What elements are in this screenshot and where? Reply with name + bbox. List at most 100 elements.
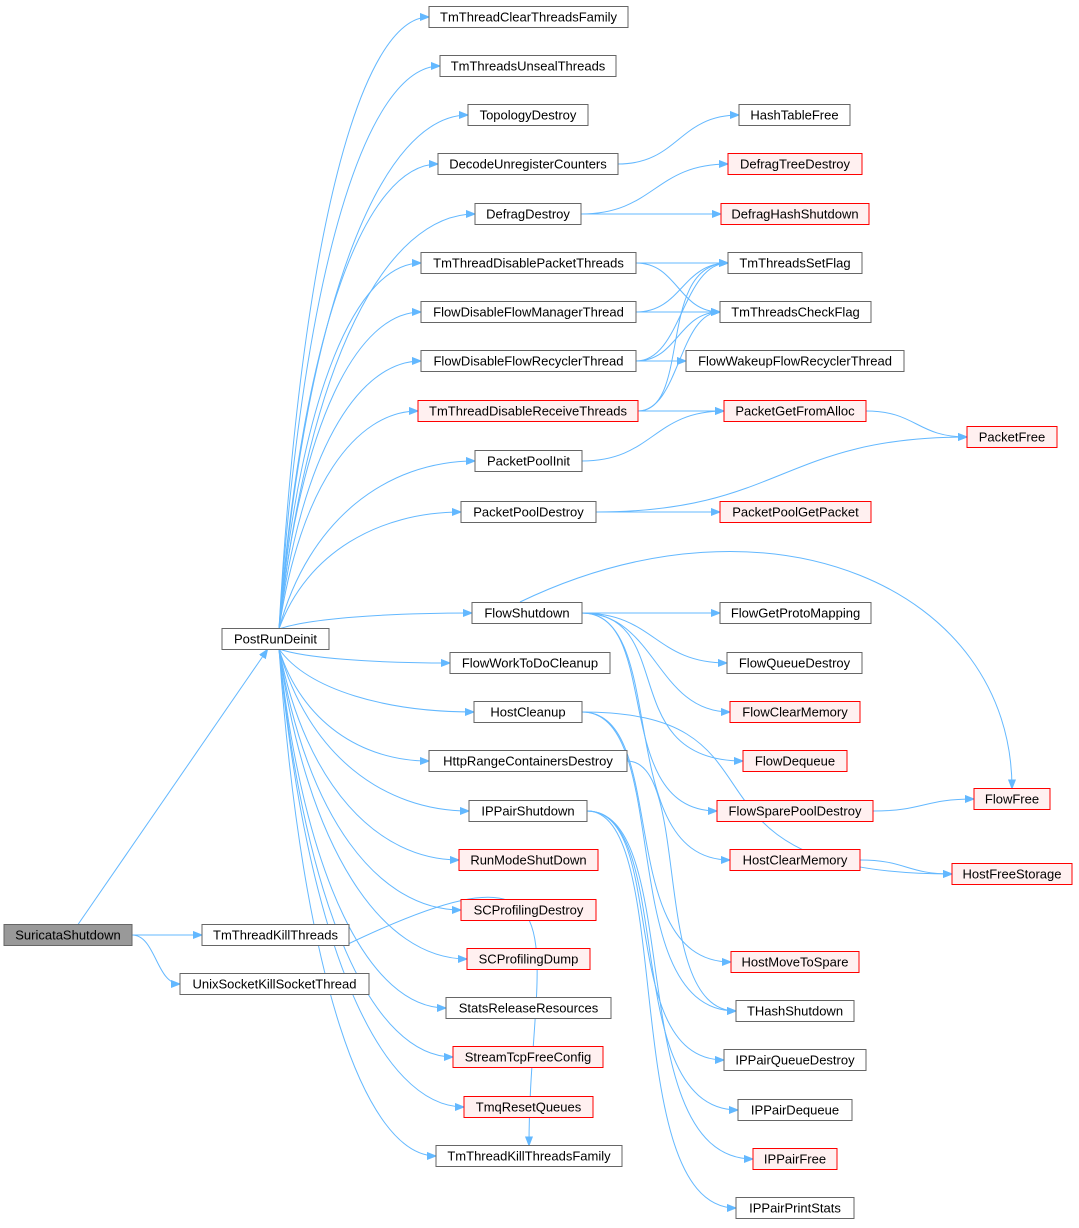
node-box[interactable]	[730, 951, 860, 973]
node-box[interactable]	[468, 800, 588, 822]
node-HostClearMemory[interactable]: HostClearMemory	[729, 849, 861, 871]
node-PacketPoolDestroy[interactable]: PacketPoolDestroy	[460, 501, 597, 523]
node-box[interactable]	[752, 1148, 838, 1170]
node-TmqResetQueues[interactable]: TmqResetQueues	[463, 1096, 594, 1118]
node-TmThreadDisableReceiveThreads[interactable]: TmThreadDisableReceiveThreads	[417, 400, 639, 422]
node-box[interactable]	[738, 104, 851, 126]
node-box[interactable]	[973, 788, 1051, 810]
node-box[interactable]	[417, 400, 639, 422]
node-box[interactable]	[723, 400, 867, 422]
node-FlowDisableFlowManagerThread[interactable]: FlowDisableFlowManagerThread	[420, 301, 637, 323]
node-box[interactable]	[729, 849, 861, 871]
node-box[interactable]	[719, 602, 872, 624]
node-TmThreadsCheckFlag[interactable]: TmThreadsCheckFlag	[719, 301, 872, 323]
node-box[interactable]	[458, 849, 599, 871]
node-box[interactable]	[439, 55, 617, 77]
node-box[interactable]	[966, 426, 1058, 448]
node-DefragHashShutdown[interactable]: DefragHashShutdown	[720, 203, 870, 225]
node-box[interactable]	[460, 899, 597, 921]
node-TmThreadDisablePacketThreads[interactable]: TmThreadDisablePacketThreads	[420, 252, 637, 274]
node-SuricataShutdown[interactable]: SuricataShutdown	[3, 924, 133, 946]
node-box[interactable]	[735, 1000, 855, 1022]
node-PacketFree[interactable]: PacketFree	[966, 426, 1058, 448]
node-box[interactable]	[474, 203, 582, 225]
node-PacketPoolInit[interactable]: PacketPoolInit	[474, 450, 583, 472]
node-box[interactable]	[420, 252, 637, 274]
node-box[interactable]	[719, 501, 872, 523]
node-box[interactable]	[460, 501, 597, 523]
node-FlowShutdown[interactable]: FlowShutdown	[471, 602, 583, 624]
node-PostRunDeinit[interactable]: PostRunDeinit	[221, 628, 330, 650]
node-FlowFree[interactable]: FlowFree	[973, 788, 1051, 810]
node-box[interactable]	[473, 701, 583, 723]
node-box[interactable]	[716, 800, 874, 822]
node-box[interactable]	[727, 153, 863, 175]
node-TmThreadKillThreads[interactable]: TmThreadKillThreads	[201, 924, 350, 946]
node-RunModeShutDown[interactable]: RunModeShutDown	[458, 849, 599, 871]
node-HttpRangeContainersDestroy[interactable]: HttpRangeContainersDestroy	[428, 750, 628, 772]
node-THashShutdown[interactable]: THashShutdown	[735, 1000, 855, 1022]
node-SCProfilingDestroy[interactable]: SCProfilingDestroy	[460, 899, 597, 921]
node-box[interactable]	[951, 863, 1073, 885]
node-box[interactable]	[719, 301, 872, 323]
node-StatsReleaseResources[interactable]: StatsReleaseResources	[445, 997, 612, 1019]
node-SCProfilingDump[interactable]: SCProfilingDump	[466, 948, 591, 970]
node-FlowClearMemory[interactable]: FlowClearMemory	[729, 701, 861, 723]
node-box[interactable]	[452, 1046, 604, 1068]
node-DefragDestroy[interactable]: DefragDestroy	[474, 203, 582, 225]
node-FlowGetProtoMapping[interactable]: FlowGetProtoMapping	[719, 602, 872, 624]
node-box[interactable]	[727, 252, 863, 274]
node-TmThreadClearThreadsFamily[interactable]: TmThreadClearThreadsFamily	[428, 6, 629, 28]
node-box[interactable]	[221, 628, 330, 650]
node-DecodeUnregisterCounters[interactable]: DecodeUnregisterCounters	[437, 153, 619, 175]
node-FlowWakeupFlowRecyclerThread[interactable]: FlowWakeupFlowRecyclerThread	[685, 350, 905, 372]
node-box[interactable]	[435, 1145, 623, 1167]
node-box[interactable]	[467, 104, 589, 126]
node-FlowQueueDestroy[interactable]: FlowQueueDestroy	[726, 652, 863, 674]
node-DefragTreeDestroy[interactable]: DefragTreeDestroy	[727, 153, 863, 175]
node-HostFreeStorage[interactable]: HostFreeStorage	[951, 863, 1073, 885]
node-box[interactable]	[437, 153, 619, 175]
node-TmThreadsSetFlag[interactable]: TmThreadsSetFlag	[727, 252, 863, 274]
node-FlowSparePoolDestroy[interactable]: FlowSparePoolDestroy	[716, 800, 874, 822]
node-StreamTcpFreeConfig[interactable]: StreamTcpFreeConfig	[452, 1046, 604, 1068]
node-IPPairShutdown[interactable]: IPPairShutdown	[468, 800, 588, 822]
node-box[interactable]	[726, 652, 863, 674]
node-box[interactable]	[737, 1099, 853, 1121]
node-box[interactable]	[428, 6, 629, 28]
node-IPPairQueueDestroy[interactable]: IPPairQueueDestroy	[723, 1049, 867, 1071]
node-IPPairDequeue[interactable]: IPPairDequeue	[737, 1099, 853, 1121]
node-box[interactable]	[742, 750, 848, 772]
node-box[interactable]	[729, 701, 861, 723]
node-HostMoveToSpare[interactable]: HostMoveToSpare	[730, 951, 860, 973]
node-box[interactable]	[449, 652, 611, 674]
node-box[interactable]	[428, 750, 628, 772]
node-box[interactable]	[474, 450, 583, 472]
node-IPPairFree[interactable]: IPPairFree	[752, 1148, 838, 1170]
node-FlowDequeue[interactable]: FlowDequeue	[742, 750, 848, 772]
node-TmThreadKillThreadsFamily[interactable]: TmThreadKillThreadsFamily	[435, 1145, 623, 1167]
node-HostCleanup[interactable]: HostCleanup	[473, 701, 583, 723]
node-box[interactable]	[466, 948, 591, 970]
node-box[interactable]	[463, 1096, 594, 1118]
node-box[interactable]	[420, 350, 637, 372]
node-box[interactable]	[445, 997, 612, 1019]
node-box[interactable]	[179, 973, 370, 995]
node-box[interactable]	[420, 301, 637, 323]
node-FlowWorkToDoCleanup[interactable]: FlowWorkToDoCleanup	[449, 652, 611, 674]
node-TopologyDestroy[interactable]: TopologyDestroy	[467, 104, 589, 126]
node-box[interactable]	[471, 602, 583, 624]
node-HashTableFree[interactable]: HashTableFree	[738, 104, 851, 126]
node-box[interactable]	[735, 1197, 855, 1219]
node-UnixSocketKillSocketThread[interactable]: UnixSocketKillSocketThread	[179, 973, 370, 995]
node-box[interactable]	[723, 1049, 867, 1071]
node-TmThreadsUnsealThreads[interactable]: TmThreadsUnsealThreads	[439, 55, 617, 77]
node-box[interactable]	[3, 924, 133, 946]
node-FlowDisableFlowRecyclerThread[interactable]: FlowDisableFlowRecyclerThread	[420, 350, 637, 372]
node-PacketPoolGetPacket[interactable]: PacketPoolGetPacket	[719, 501, 872, 523]
node-box[interactable]	[685, 350, 905, 372]
node-box[interactable]	[720, 203, 870, 225]
node-box[interactable]	[201, 924, 350, 946]
node-IPPairPrintStats[interactable]: IPPairPrintStats	[735, 1197, 855, 1219]
node-PacketGetFromAlloc[interactable]: PacketGetFromAlloc	[723, 400, 867, 422]
